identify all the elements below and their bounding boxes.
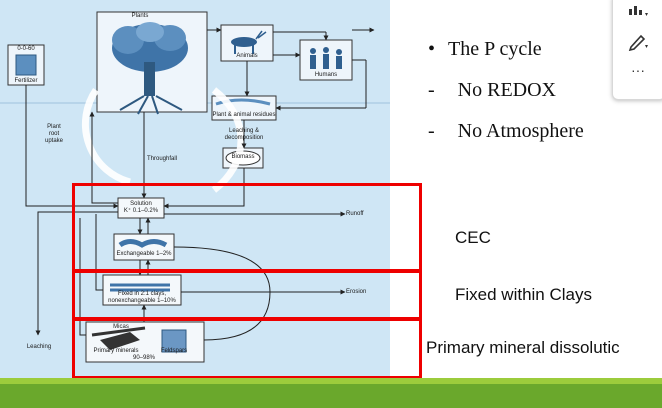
potassium-cycle-diagram: Plants Animals Humans 0-0-60 Fertilizer … xyxy=(0,0,390,378)
grass-strip-light xyxy=(0,378,662,384)
fixed-highlight-box xyxy=(72,269,422,321)
caption-primary-mineral: Primary mineral dissolutic xyxy=(426,338,620,357)
leaching-decomposition-label: Leaching & decomposition xyxy=(224,128,264,141)
animals-label: Animals xyxy=(236,53,258,59)
plants-label: Plants xyxy=(131,13,149,19)
bullet-text: No Atmosphere xyxy=(457,120,584,142)
fertilizer-bag-icon xyxy=(15,54,37,76)
throughfall-label: Throughfall xyxy=(146,156,178,162)
exchangeable-box xyxy=(113,233,175,261)
more-icon[interactable]: ··· xyxy=(631,62,645,78)
solution-label: Solution K⁺ 0.1–0.2% xyxy=(123,201,159,214)
diagram-art xyxy=(0,11,390,363)
grass-strip-dark xyxy=(0,384,662,408)
fixed-label: Fixed in 2:1 clays, nonexchangeable 1–10… xyxy=(108,291,176,304)
bullet-marker: - xyxy=(428,79,435,101)
bullet-no-atmosphere: - No Atmosphere xyxy=(428,120,584,143)
humans-label: Humans xyxy=(314,72,338,78)
micas-label: Micas xyxy=(113,324,129,330)
feldspars-label: Feldspars xyxy=(160,348,188,354)
deer-icon xyxy=(231,30,267,54)
bullet-text: The P cycle xyxy=(448,38,542,60)
caption-cec: CEC xyxy=(455,228,491,247)
bullet-marker: - xyxy=(428,120,435,142)
runoff-label: Runoff xyxy=(346,211,364,217)
primary-highlight-box xyxy=(72,317,422,379)
caption-fixed-clays: Fixed within Clays xyxy=(455,285,592,304)
humans-icon xyxy=(310,47,342,69)
bullet-marker: • xyxy=(428,38,436,60)
bullet-p-cycle: • The P cycle xyxy=(428,38,542,61)
fertilizer-grade-label: 0-0-60 xyxy=(17,46,35,52)
pen-sparkle-icon[interactable] xyxy=(627,31,649,52)
bullet-no-redox: - No REDOX xyxy=(428,79,556,102)
biomass-label: Biomass xyxy=(231,154,255,160)
leaching-label: Leaching xyxy=(26,344,52,350)
feldspar-icon xyxy=(161,329,187,353)
primary-minerals-label: Primary minerals xyxy=(93,348,139,354)
cec-highlight-box xyxy=(72,183,422,273)
floating-toolbar: ··· xyxy=(612,0,662,100)
erosion-label: Erosion xyxy=(346,289,367,295)
tree-icon xyxy=(112,22,188,115)
exchangeable-label: Exchangeable 1–2% xyxy=(116,251,172,257)
fertilizer-label: Fertilizer xyxy=(14,78,38,84)
plant-root-uptake-label: Plant root uptake xyxy=(44,124,63,144)
residues-label: Plant & animal residues xyxy=(212,112,276,118)
bullet-text: No REDOX xyxy=(457,79,557,101)
chart-icon[interactable] xyxy=(627,3,649,17)
primary-percent-label: 90–98% xyxy=(132,355,156,361)
